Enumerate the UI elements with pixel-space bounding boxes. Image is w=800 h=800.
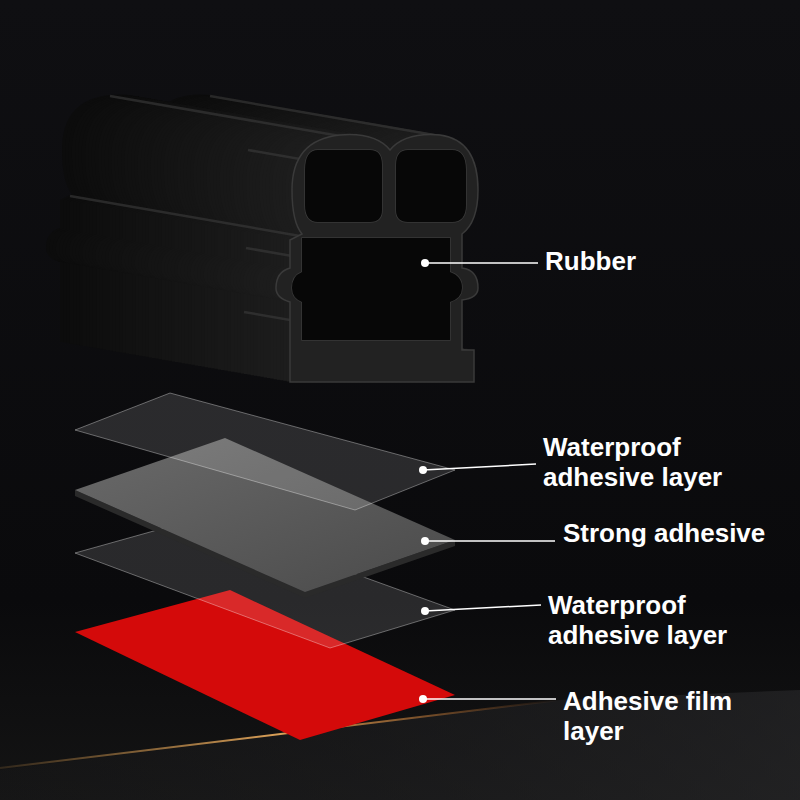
rubber-highlight [110,96,340,136]
leader-line [425,605,541,611]
label-box: Adhesive film layer [563,686,783,746]
label-box: Rubber [545,246,765,276]
part-label: Rubber [545,246,765,276]
rubber-profile [46,95,478,382]
leader-dot [421,259,429,267]
rubber-chamber [292,150,466,340]
label-box: Waterproof adhesive layer [543,432,783,492]
leader-line [423,698,556,700]
leader-line [423,464,536,470]
rubber-slice [276,135,478,382]
rubber-highlight [210,96,440,136]
part-label: Strong adhesive [563,518,793,548]
rubber-highlight [70,196,300,236]
label-box: Waterproof adhesive layer [548,590,788,650]
leader-dot [421,607,429,615]
waterproof-layer [75,393,455,510]
label-box: Strong adhesive [563,518,793,548]
part-label: Adhesive film layer [563,686,783,746]
leader-dot [419,466,427,474]
part-label: Waterproof adhesive layer [543,432,783,492]
rubber-front-face [276,135,478,382]
leader-dot [421,537,429,545]
part-label: Waterproof adhesive layer [548,590,788,650]
leader-line [425,540,555,542]
leader-line [425,262,538,264]
leader-dot [419,695,427,703]
